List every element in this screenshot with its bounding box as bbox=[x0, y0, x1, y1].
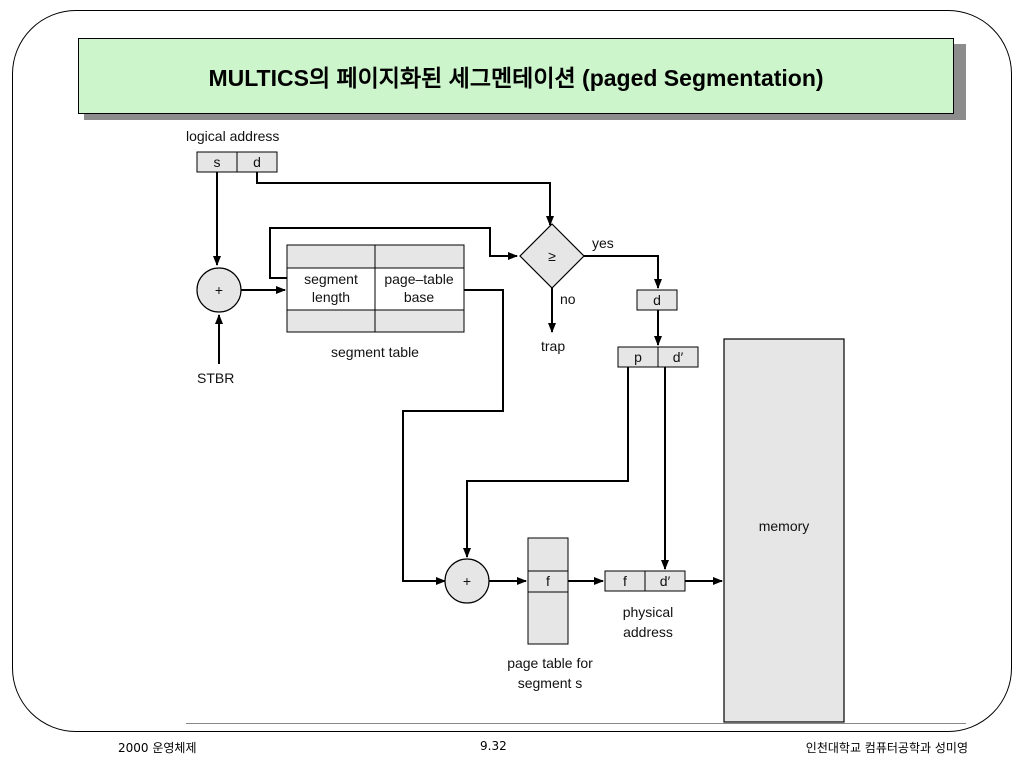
memory-label: memory bbox=[759, 518, 810, 534]
comparator-symbol: ≥ bbox=[548, 248, 556, 264]
segment-length-label-line2: length bbox=[312, 289, 350, 305]
segment-table bbox=[286, 244, 465, 333]
p-dprime-box bbox=[617, 346, 699, 368]
page-table-base-label-line2: base bbox=[404, 289, 435, 305]
logical-address-box bbox=[196, 151, 278, 173]
page-table-base-label-line1: page–table bbox=[384, 271, 454, 287]
page-table-frame-f: f bbox=[546, 573, 550, 589]
segment-length-to-comparator-line bbox=[269, 227, 518, 279]
footer-course: 2000 운영체제 bbox=[118, 741, 197, 755]
segment-table-caption: segment table bbox=[331, 344, 419, 360]
footer-page-number: 9.32 bbox=[480, 739, 507, 753]
footer-divider bbox=[186, 723, 966, 724]
trap-label: trap bbox=[541, 338, 565, 354]
d-box-label: d bbox=[653, 292, 661, 308]
yes-path-line bbox=[584, 255, 662, 289]
p-label: p bbox=[634, 349, 642, 365]
p-to-adder-line bbox=[463, 367, 629, 558]
slide-frame bbox=[12, 10, 1012, 732]
physical-address-label-line2: address bbox=[623, 624, 673, 640]
slide-title: MULTICS의 페이지화된 세그멘테이션 (paged Segmentatio… bbox=[208, 65, 824, 91]
page-table-caption-line2: segment s bbox=[518, 675, 583, 691]
page-table-adder-plus: + bbox=[463, 573, 471, 589]
segment-number-s: s bbox=[214, 154, 221, 170]
d-to-comparator-line bbox=[256, 172, 554, 226]
page-table-base-to-adder-line bbox=[402, 289, 504, 585]
segment-length-label-line1: segment bbox=[304, 271, 358, 287]
page-table-caption-line1: page table for bbox=[507, 655, 593, 671]
yes-label: yes bbox=[592, 235, 614, 251]
physical-address-label-line1: physical bbox=[623, 604, 674, 620]
d-prime-label-top: d′ bbox=[673, 349, 684, 365]
memory-block bbox=[723, 338, 845, 723]
physical-f-label: f bbox=[623, 573, 627, 589]
physical-d-prime-label: d′ bbox=[660, 573, 671, 589]
title-box: MULTICS의 페이지화된 세그멘테이션 (paged Segmentatio… bbox=[78, 38, 954, 114]
no-label: no bbox=[560, 291, 576, 307]
physical-address-box bbox=[604, 570, 686, 592]
page-table bbox=[527, 537, 569, 645]
stbr-adder-plus: + bbox=[215, 282, 223, 298]
stbr-label: STBR bbox=[197, 370, 234, 386]
logical-address-label: logical address bbox=[186, 128, 279, 144]
offset-d: d bbox=[253, 154, 261, 170]
footer-author: 인천대학교 컴퓨터공학과 성미영 bbox=[805, 741, 968, 755]
